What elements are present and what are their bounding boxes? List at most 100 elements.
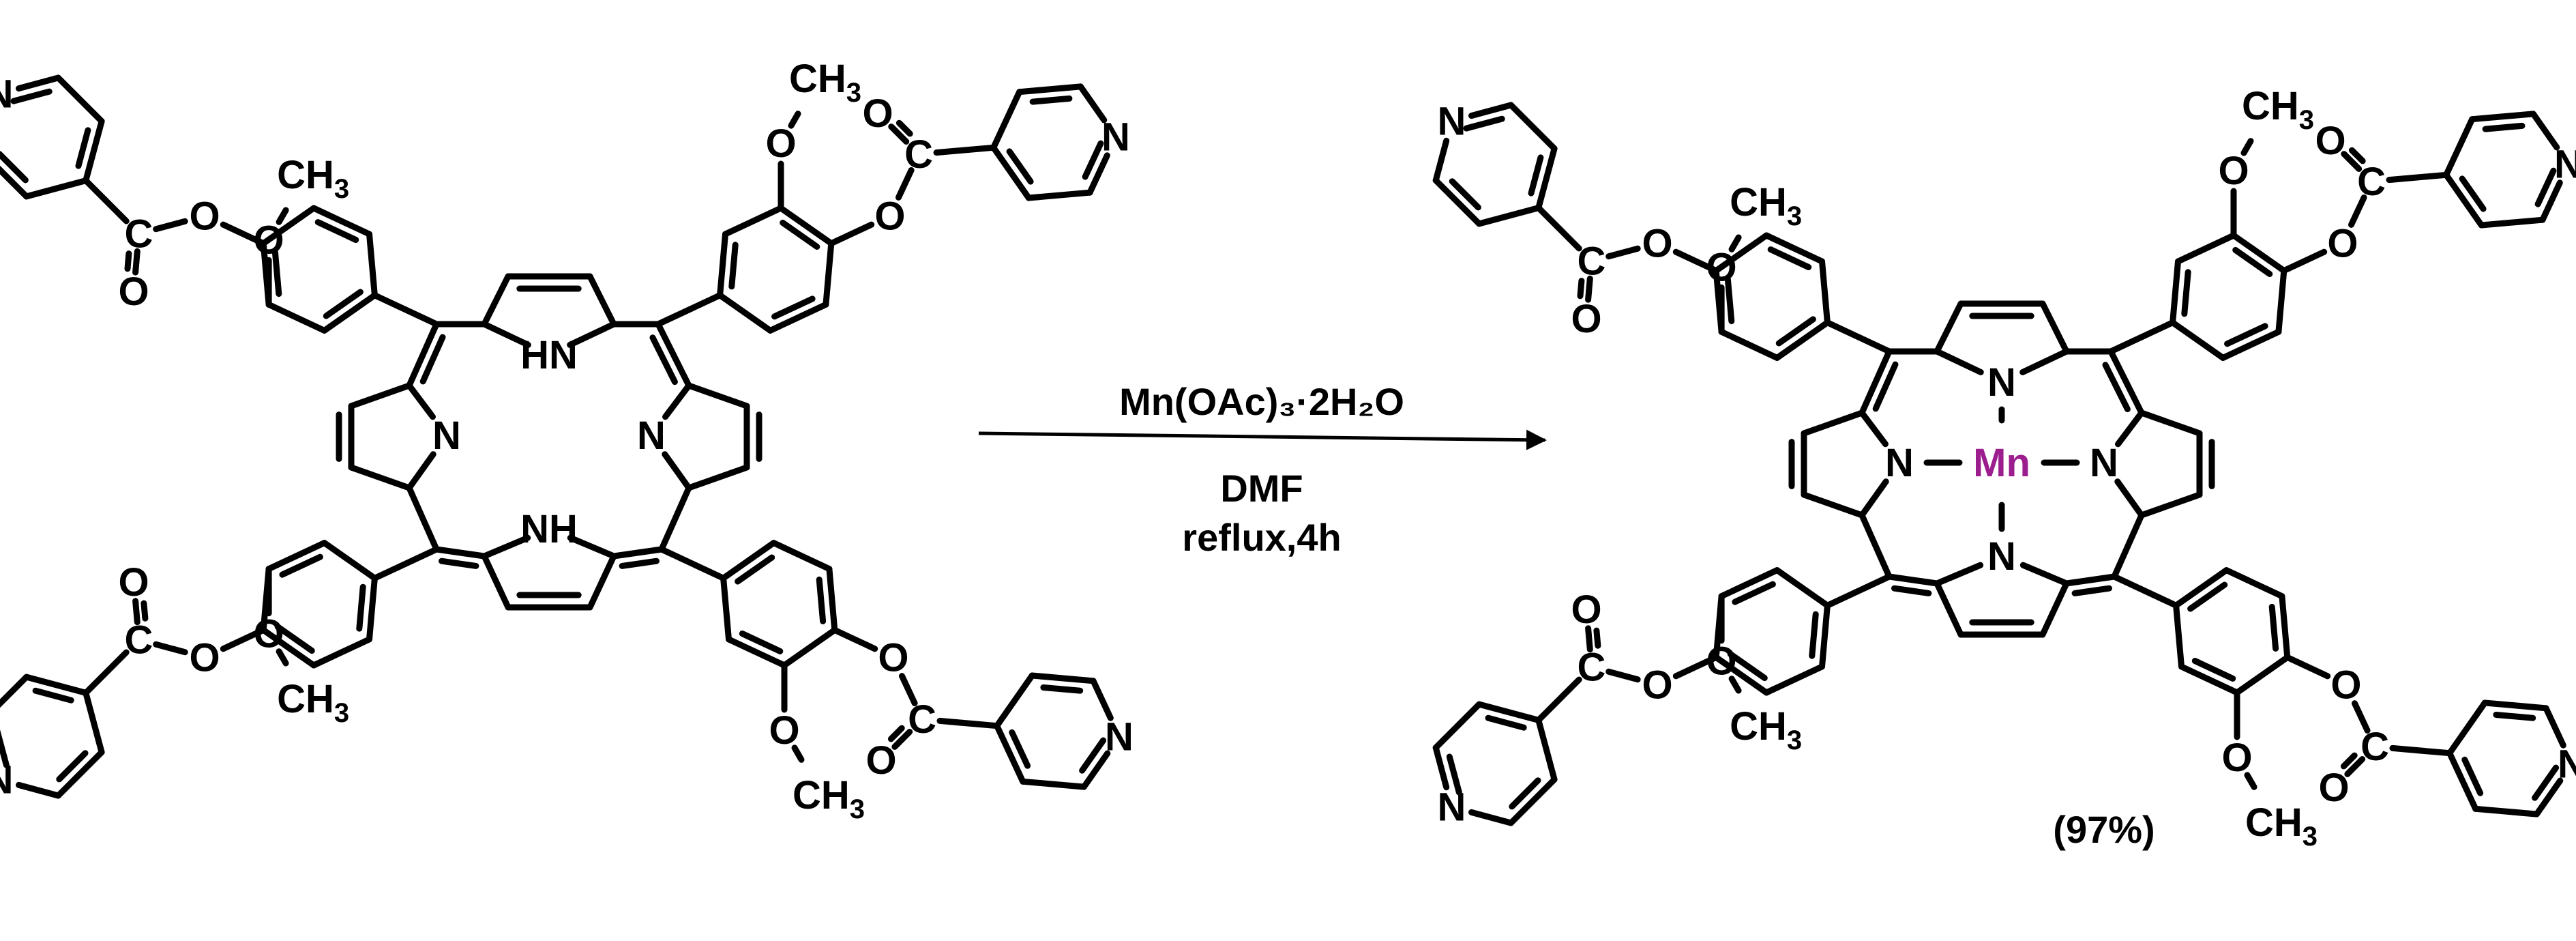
pyrrole-nh-bottom: NH <box>520 507 578 551</box>
carbonyl-double-bond <box>132 248 140 276</box>
pyridine-ring-double-bond <box>0 729 10 768</box>
aryl-ring-double-bond <box>271 249 282 298</box>
aryl-ring-bond <box>717 292 773 334</box>
pyridine-ring-double-bond <box>1082 140 1104 180</box>
pyrrole-bond <box>587 553 617 611</box>
meso-double-bond <box>619 558 660 569</box>
pyridine-ring-bond <box>1090 678 1114 721</box>
carbonyl-carbon: C <box>1578 646 1606 690</box>
ester-bond <box>2352 700 2371 734</box>
aryl-ring-double-bond <box>1727 651 1768 682</box>
aryl-ring-bond <box>1763 663 1825 696</box>
pyridine-ring-bond <box>2543 705 2566 749</box>
aryl-ring-bond <box>321 292 378 334</box>
methoxy-bond <box>1728 676 1742 694</box>
solvent-label: DMF <box>1220 467 1303 510</box>
carbonyl-oxygen: O <box>2318 766 2349 810</box>
carbonyl-double-bond <box>2344 756 2366 777</box>
carbonyl-double-bond <box>895 119 913 137</box>
pyridine-ring-bond <box>2472 805 2540 817</box>
pyridine-ring-bond <box>990 89 1023 151</box>
pyridine-nitrogen: N <box>1101 115 1130 160</box>
pyrrole-bond <box>2114 478 2145 519</box>
pyrrole-bond <box>662 382 692 420</box>
carbonyl-oxygen: O <box>1571 297 1602 341</box>
carbonyl-double-bond <box>1585 275 1593 303</box>
reactant-free-base-porphyrin: HNNHNNOCH3OCONOCH3OCONOCH3OCONOCH3OCON <box>0 57 1134 824</box>
methyl-label: CH3 <box>793 773 865 824</box>
pyridine-ring-double-bond <box>2459 175 2487 212</box>
aryl-ring-bond <box>778 205 835 247</box>
pyridine-link-bond <box>2386 171 2450 184</box>
aryl-ring-bond <box>2170 258 2181 326</box>
meso-bond <box>1859 512 1893 580</box>
aryl-ring-double-bond <box>2191 658 2236 682</box>
meso-bond <box>658 484 692 553</box>
aryl-ring-bond <box>265 540 328 573</box>
pyridine-ring-bond <box>1468 102 1514 119</box>
aryl-ring-double-bond <box>2224 323 2268 347</box>
pyridine-ring-bond <box>1086 152 1110 196</box>
aryl-ring-bond <box>1713 654 1770 696</box>
carbonyl-oxygen: O <box>119 560 149 605</box>
pyridine-ring-bond <box>0 165 30 200</box>
carbonyl-double-bond <box>124 250 132 272</box>
pyridine-ring-bond <box>1020 778 1087 790</box>
pyridine-nitrogen: N <box>2558 742 2576 786</box>
aryl-ring-bond <box>1718 328 1781 361</box>
carbonyl-double-bond <box>1585 625 1593 653</box>
pyridine-ring-double-bond <box>1446 753 1462 796</box>
aryl-ring-double-bond <box>1767 246 1812 270</box>
aryl-ring-bond <box>826 566 838 633</box>
meso-double-bond <box>1872 361 1899 412</box>
aryl-ring-bond <box>720 575 732 643</box>
aryl-link-bond <box>655 292 724 328</box>
pyridine-ring-double-bond <box>10 88 53 104</box>
pyrrole-bond <box>567 321 617 348</box>
aryl-link-bond <box>2107 319 2176 355</box>
pyridine-ring-bond <box>994 723 1026 785</box>
aryl-ring-bond <box>1774 319 1831 361</box>
ester-bond <box>220 221 267 247</box>
ester-bond <box>2284 654 2331 680</box>
pyrrole-nitrogen-left: N <box>432 414 461 458</box>
aryl-link-bond <box>658 546 727 581</box>
aryl-ring-double-bond <box>728 242 739 290</box>
aryl-ring-bond <box>726 636 788 669</box>
carbonyl-double-bond <box>887 725 905 742</box>
meso-double-bond <box>2107 348 2145 416</box>
aryl-ring-double-bond <box>2187 581 2228 612</box>
metal-center-mn: Mn <box>1973 441 2030 485</box>
aryl-ring-double-bond <box>314 219 359 243</box>
meso-double-bond <box>2071 585 2112 596</box>
pyridine-ring-double-bond <box>1040 684 1084 694</box>
methyl-label: CH3 <box>1730 180 1802 231</box>
pyrrole-bond <box>2138 491 2203 519</box>
ester-bond <box>220 626 267 652</box>
pyridine-ring-double-bond <box>1509 777 1541 810</box>
methyl-label: CH3 <box>2242 84 2314 135</box>
methyl-label: CH3 <box>789 57 861 108</box>
pyridine-ring-bond <box>2481 699 2549 712</box>
pyridine-ring-double-bond <box>2493 712 2536 721</box>
aryl-ring-double-bond <box>1724 276 1735 325</box>
ester-oxygen: O <box>1642 663 1673 708</box>
meso-bond <box>406 484 440 553</box>
pyridine-nitrogen: N <box>0 72 13 116</box>
pyrrole-bond <box>567 534 617 560</box>
ester-oxygen: O <box>190 636 220 680</box>
ester-bond <box>2348 194 2367 228</box>
pyrrole-nitrogen-right: N <box>2090 441 2118 485</box>
pyrrole-bond <box>1859 409 1889 448</box>
pyridine-ring-bond <box>1077 83 1108 124</box>
meso-double-bond <box>1891 585 1932 596</box>
pyrrole-bond <box>481 534 531 560</box>
pyridine-ring-bond <box>2530 111 2560 151</box>
pyridine-ring-bond <box>1028 672 1097 684</box>
pyridine-ring-bond <box>1080 750 1111 790</box>
aryl-ring-bond <box>260 205 317 247</box>
ester-oxygen: O <box>2327 222 2358 266</box>
meso-double-bond <box>649 334 678 386</box>
carbonyl-oxygen: O <box>865 738 896 783</box>
aryl-ring-double-bond <box>274 624 315 654</box>
